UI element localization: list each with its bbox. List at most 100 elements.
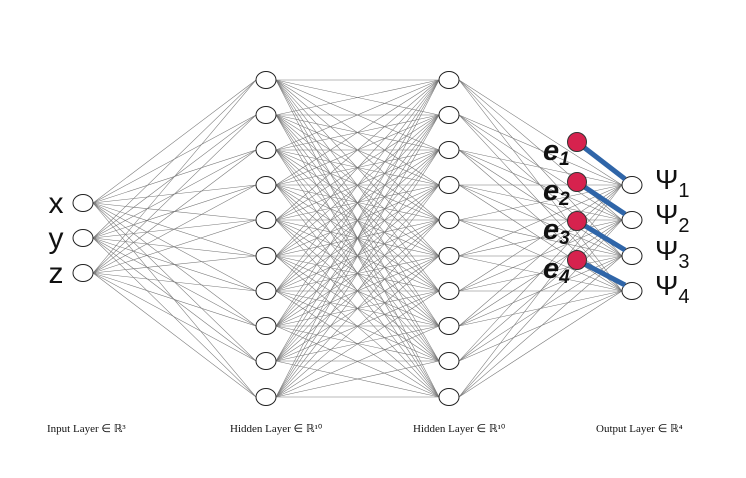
edge-l2-6-0 bbox=[458, 184, 623, 292]
edge-l2-8-0 bbox=[458, 184, 623, 362]
node-layer3-1 bbox=[621, 211, 643, 229]
edge-l1-8-7 bbox=[275, 325, 440, 362]
node-layer1-4 bbox=[255, 211, 277, 229]
error-node-3 bbox=[567, 211, 587, 231]
node-layer2-9 bbox=[438, 388, 460, 406]
edge-l0-1-0 bbox=[92, 79, 257, 239]
node-layer2-1 bbox=[438, 106, 460, 124]
node-layer2-6 bbox=[438, 282, 460, 300]
node-layer3-3 bbox=[621, 282, 643, 300]
node-layer1-8 bbox=[255, 352, 277, 370]
edge-l2-0-2 bbox=[458, 79, 623, 257]
error-node-2 bbox=[567, 172, 587, 192]
edge-l1-8-0 bbox=[275, 79, 440, 362]
node-layer1-7 bbox=[255, 317, 277, 335]
output-label-psi-3: Ψ3 bbox=[655, 235, 690, 273]
node-layer2-2 bbox=[438, 141, 460, 159]
edge-l0-2-2 bbox=[92, 149, 257, 274]
network-nodes bbox=[72, 71, 643, 406]
edge-l1-9-6 bbox=[275, 290, 440, 398]
layer-label-output: Output Layer ∈ ℝ⁴ bbox=[596, 423, 683, 435]
edge-l1-8-4 bbox=[275, 219, 440, 362]
edge-l0-1-9 bbox=[92, 237, 257, 398]
error-label-e1: e1 bbox=[543, 135, 570, 170]
node-layer1-6 bbox=[255, 282, 277, 300]
node-layer0-1 bbox=[72, 229, 94, 247]
node-layer1-0 bbox=[255, 71, 277, 89]
edge-l1-1-0 bbox=[275, 79, 440, 116]
node-layer1-1 bbox=[255, 106, 277, 124]
edge-l1-9-2 bbox=[275, 149, 440, 398]
edge-l1-7-0 bbox=[275, 79, 440, 327]
edge-l0-0-5 bbox=[92, 202, 257, 257]
node-layer1-9 bbox=[255, 388, 277, 406]
edge-l0-2-5 bbox=[92, 255, 257, 274]
error-node-4 bbox=[567, 250, 587, 270]
edge-l0-0-9 bbox=[92, 202, 257, 398]
edge-l2-9-0 bbox=[458, 184, 623, 398]
edge-l0-2-8 bbox=[92, 272, 257, 362]
node-layer2-8 bbox=[438, 352, 460, 370]
error-connection-1 bbox=[575, 140, 627, 181]
edge-l1-4-0 bbox=[275, 79, 440, 221]
layer-label-hidden-2: Hidden Layer ∈ ℝ¹⁰ bbox=[413, 423, 506, 435]
edge-l1-9-8 bbox=[275, 360, 440, 398]
edge-l1-8-6 bbox=[275, 290, 440, 362]
edge-l1-3-0 bbox=[275, 79, 440, 186]
layer-label-hidden-1: Hidden Layer ∈ ℝ¹⁰ bbox=[230, 423, 323, 435]
error-label-e4: e4 bbox=[543, 253, 570, 288]
output-label-psi-2: Ψ2 bbox=[655, 199, 690, 237]
node-layer1-2 bbox=[255, 141, 277, 159]
input-label-z: z bbox=[49, 257, 64, 290]
edge-l2-8-3 bbox=[458, 290, 623, 362]
node-layer0-2 bbox=[72, 264, 94, 282]
edge-l0-1-5 bbox=[92, 237, 257, 257]
error-label-e3: e3 bbox=[543, 214, 570, 249]
node-layer1-3 bbox=[255, 176, 277, 194]
edge-l0-2-7 bbox=[92, 272, 257, 327]
edge-l1-5-0 bbox=[275, 79, 440, 257]
edge-l1-9-0 bbox=[275, 79, 440, 398]
edge-l0-2-6 bbox=[92, 272, 257, 292]
edge-l0-2-4 bbox=[92, 219, 257, 274]
edge-l0-0-0 bbox=[92, 79, 257, 204]
edge-l0-2-9 bbox=[92, 272, 257, 398]
edge-l2-9-1 bbox=[458, 219, 623, 398]
edge-l1-9-3 bbox=[275, 184, 440, 398]
layer-label-input: Input Layer ∈ ℝ³ bbox=[47, 423, 126, 435]
node-layer2-4 bbox=[438, 211, 460, 229]
node-layer1-5 bbox=[255, 247, 277, 265]
network-edges bbox=[92, 79, 623, 398]
node-layer2-5 bbox=[438, 247, 460, 265]
edge-l1-9-4 bbox=[275, 219, 440, 398]
edge-l1-6-0 bbox=[275, 79, 440, 292]
error-nodes bbox=[567, 132, 587, 270]
edge-l1-8-3 bbox=[275, 184, 440, 362]
node-layer3-0 bbox=[621, 176, 643, 194]
edge-l1-2-0 bbox=[275, 79, 440, 151]
edge-l0-2-0 bbox=[92, 79, 257, 274]
edge-l0-2-3 bbox=[92, 184, 257, 274]
edge-l2-2-2 bbox=[458, 149, 623, 257]
input-label-x: x bbox=[49, 187, 64, 220]
edge-l2-7-0 bbox=[458, 184, 623, 327]
error-node-1 bbox=[567, 132, 587, 152]
edge-l2-0-0 bbox=[458, 79, 623, 186]
node-layer0-0 bbox=[72, 194, 94, 212]
node-layer2-7 bbox=[438, 317, 460, 335]
edge-l2-1-0 bbox=[458, 114, 623, 186]
error-label-e2: e2 bbox=[543, 175, 570, 210]
edge-l1-9-1 bbox=[275, 114, 440, 398]
edge-l2-4-0 bbox=[458, 184, 623, 221]
input-label-y: y bbox=[49, 222, 64, 255]
edge-l1-9-7 bbox=[275, 325, 440, 398]
output-label-psi-1: Ψ1 bbox=[655, 164, 690, 202]
edge-l2-6-2 bbox=[458, 255, 623, 292]
node-layer2-0 bbox=[438, 71, 460, 89]
edge-l2-9-3 bbox=[458, 290, 623, 398]
edge-l1-9-5 bbox=[275, 255, 440, 398]
node-layer3-2 bbox=[621, 247, 643, 265]
edge-l2-8-1 bbox=[458, 219, 623, 362]
